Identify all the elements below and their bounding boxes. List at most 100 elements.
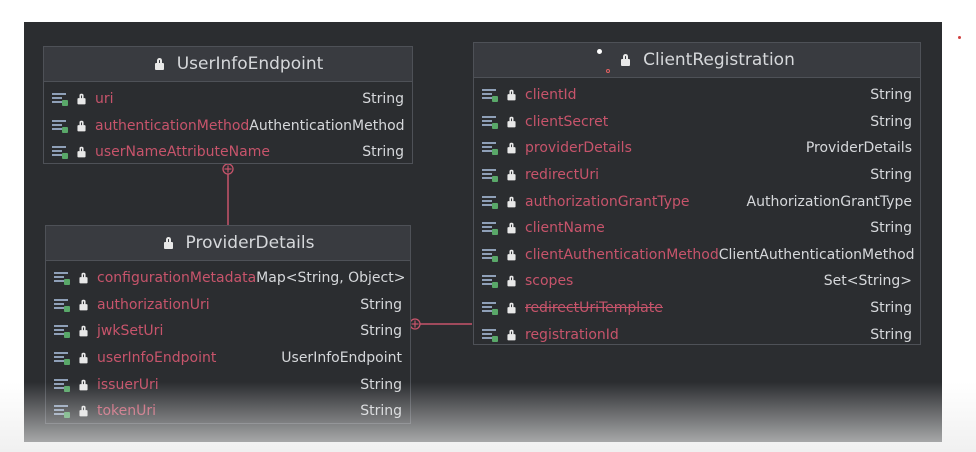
field-type: Set<String> [823,273,912,290]
field-name: redirectUriTemplate [525,300,663,317]
field-name: jwkSetUri [97,323,164,340]
field-name: clientSecret [525,113,609,130]
lock-icon [507,143,517,154]
field-name: registrationId [525,326,619,343]
field-name: providerDetails [525,140,632,157]
field-row[interactable]: authorizationGrantType AuthorizationGrant… [474,188,920,215]
field-type: String [362,144,404,161]
field-icon [482,115,498,129]
field-type: String [360,323,402,340]
field-type: String [870,300,912,317]
field-row[interactable]: redirectUriTemplate String [474,295,920,322]
field-icon [482,195,498,209]
field-name: authorizationGrantType [525,193,690,210]
lock-icon [79,299,89,311]
lock-icon [79,326,89,337]
field-row[interactable]: clientName String [474,215,920,242]
lock-icon [79,379,89,391]
field-icon [482,141,498,156]
lock-icon [620,54,631,66]
field-type: AuthorizationGrantType [746,193,912,210]
field-icon [482,248,498,262]
field-icon [52,92,68,107]
field-type: String [360,296,402,313]
field-icon [482,221,498,236]
field-icon [54,378,70,392]
field-icon [54,324,70,339]
field-type: String [870,220,912,237]
class-title: ClientRegistration [643,50,795,70]
field-icon [54,298,70,312]
lock-icon [79,352,89,364]
field-icon [52,145,68,160]
lock-icon [79,272,89,284]
lock-icon [507,329,517,341]
field-type: String [360,376,402,393]
lock-icon [507,222,517,234]
lock-icon [507,196,517,208]
spring-class-icon [597,49,614,73]
field-name: scopes [525,273,574,290]
field-name: userNameAttributeName [95,144,270,161]
field-name: redirectUri [525,167,599,184]
field-name: authorizationUri [97,296,210,313]
field-row[interactable]: registrationId String [474,321,920,348]
field-name: clientId [525,87,577,104]
lock-icon [163,237,174,249]
lock-icon [507,116,517,128]
class-header: ClientRegistration [474,43,920,78]
field-row[interactable]: clientId String [474,82,920,109]
field-icon [52,119,68,133]
field-icon [482,168,498,183]
field-type: ProviderDetails [805,140,912,157]
class-icon [133,56,148,72]
lock-icon [77,93,87,105]
field-type: ClientAuthenticationMethod [718,246,915,263]
field-type: UserInfoEndpoint [281,350,402,367]
field-row[interactable]: scopes Set<String> [474,268,920,295]
field-row[interactable]: redirectUri String [474,162,920,189]
field-name: clientName [525,220,605,237]
field-row[interactable]: authorizationUri String [46,292,410,319]
class-title: UserInfoEndpoint [176,54,324,74]
field-row[interactable]: tokenUri String [46,398,410,425]
class-title: ProviderDetails [185,233,315,253]
connector-userinfo-provider[interactable] [222,163,234,226]
field-type: String [870,326,912,343]
field-row[interactable]: userNameAttributeName String [44,139,412,166]
connector-provider-client[interactable] [409,318,472,330]
cursor-dot [958,36,961,39]
field-icon [54,271,70,286]
field-icon [54,351,70,366]
field-name: uri [95,91,114,108]
field-type: String [870,167,912,184]
class-header: UserInfoEndpoint [44,47,412,82]
field-type: String [360,403,402,420]
field-name: clientAuthenticationMethod [525,246,719,263]
lock-icon [77,147,87,158]
field-row[interactable]: providerDetails ProviderDetails [474,135,920,162]
class-header: ProviderDetails [46,226,410,261]
field-icon [482,328,498,342]
nested-class-marker-icon [222,163,234,175]
field-type: Map<String, Object> [256,270,406,287]
field-row[interactable]: jwkSetUri String [46,318,410,345]
field-type: String [870,87,912,104]
lock-icon [507,302,517,314]
lock-icon [507,89,517,101]
field-name: tokenUri [97,403,157,420]
field-icon [482,301,498,316]
